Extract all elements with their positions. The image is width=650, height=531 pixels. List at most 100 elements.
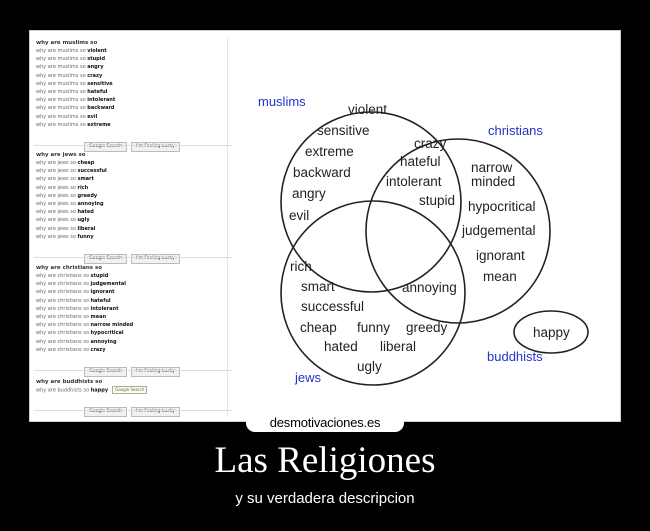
suggestion-term: evil [87, 113, 98, 120]
suggestion-item[interactable]: why are muslims so violent [36, 47, 228, 55]
word-sensitive: sensitive [317, 123, 370, 138]
suggestion-term: ignorant [90, 289, 115, 296]
search-buttons: Google Search I'm Feeling Lucky [36, 357, 228, 377]
suggestion-prefix: why are buddhists so [36, 387, 90, 394]
mini-search-button[interactable]: Google Search [112, 386, 148, 394]
suggestion-prefix: why are christians so [36, 346, 89, 353]
suggestion-prefix: why are muslims so [36, 121, 86, 128]
suggestion-term: crazy [87, 72, 103, 79]
suggestion-item[interactable]: why are christians so crazy [36, 346, 228, 354]
suggestion-item[interactable]: why are muslims so evil [36, 113, 228, 121]
word-smart: smart [301, 279, 335, 294]
suggestion-item[interactable]: why are christians so narrow minded [36, 321, 228, 329]
google-search-button[interactable]: Google Search [84, 141, 127, 152]
suggestion-item[interactable]: why are christians so stupid [36, 272, 228, 280]
suggestion-item[interactable]: why are muslims so backward [36, 104, 228, 112]
suggestion-item[interactable]: why are muslims so sensitive [36, 80, 228, 88]
word-narrow: narrow [471, 160, 513, 175]
watermark: desmotivaciones.es [246, 414, 404, 432]
suggestion-term: violent [87, 48, 107, 54]
word-judgemental: judgemental [461, 223, 536, 238]
suggestion-prefix: why are jews so [36, 176, 76, 183]
suggestion-item[interactable]: why are jews so ugly [36, 216, 228, 224]
suggestion-item[interactable]: why are jews so smart [36, 175, 228, 183]
word-intolerant: intolerant [386, 174, 442, 189]
suggestion-item[interactable]: why are jews so liberal [36, 225, 228, 233]
suggestion-term: greedy [77, 192, 98, 199]
google-search-button[interactable]: Google Search [84, 366, 127, 377]
suggestion-item[interactable]: why are christians so annoying [36, 338, 228, 346]
suggestion-item[interactable]: why are christians so intolerant [36, 305, 228, 313]
feeling-lucky-button[interactable]: I'm Feeling Lucky [131, 366, 180, 377]
jews-circle [280, 200, 466, 386]
suggestion-prefix: why are jews so [36, 209, 76, 216]
suggestion-prefix: why are jews so [36, 217, 76, 224]
search-buttons: Google Search I'm Feeling Lucky [36, 397, 228, 418]
suggestion-prefix: why are muslims so [36, 113, 86, 120]
suggestion-term: narrow minded [90, 322, 134, 329]
word-funny: funny [357, 320, 390, 335]
suggestion-prefix: why are muslims so [36, 56, 86, 63]
word-mean: mean [483, 269, 517, 284]
feeling-lucky-button[interactable]: I'm Feeling Lucky [131, 141, 180, 152]
label-christians: christians [488, 123, 543, 138]
suggestion-item[interactable]: why are muslims so stupid [36, 55, 228, 63]
google-search-button[interactable]: Google Search [84, 253, 127, 264]
search-query: why are buddhists so [36, 379, 103, 385]
word-extreme: extreme [305, 144, 354, 159]
suggestion-item[interactable]: why are muslims so extreme [36, 121, 228, 129]
suggestion-item[interactable]: why are jews so greedy [36, 192, 228, 200]
feeling-lucky-button[interactable]: I'm Feeling Lucky [131, 407, 180, 418]
suggestion-term: rich [77, 184, 89, 191]
suggestion-item[interactable]: why are jews so rich [36, 184, 228, 192]
suggestion-term: stupid [87, 56, 106, 63]
suggestion-item[interactable]: why are jews so funny [36, 233, 228, 241]
suggestion-item[interactable]: why are muslims so intolerant [36, 96, 228, 104]
suggestion-item[interactable]: why are jews so annoying [36, 200, 228, 208]
word-hateful: hateful [400, 154, 441, 169]
word-rich: rich [290, 259, 312, 274]
label-jews: jews [294, 370, 322, 385]
suggestion-item[interactable]: why are muslims so crazy [36, 72, 228, 80]
suggestion-term: intolerant [90, 305, 119, 312]
suggestion-term: angry [87, 64, 104, 71]
suggestion-prefix: why are christians so [36, 305, 89, 312]
label-buddhists: buddhists [487, 349, 543, 364]
suggestion-item[interactable]: why are muslims so angry [36, 63, 228, 71]
divider [227, 37, 228, 417]
suggestion-item[interactable]: why are jews so successful [36, 167, 228, 175]
suggestion-term: intolerant [87, 97, 116, 104]
suggestion-item[interactable]: why are jews so cheap [36, 159, 228, 167]
google-search-button[interactable]: Google Search [84, 407, 127, 418]
suggestion-item[interactable]: why are christians so hypocritical [36, 329, 228, 337]
suggestion-term: extreme [87, 121, 111, 128]
suggestion-item[interactable]: why are christians so hateful [36, 297, 228, 305]
suggestion-term: hateful [87, 88, 108, 95]
suggestion-item[interactable]: why are christians so mean [36, 313, 228, 321]
suggestion-item[interactable]: why are christians so judgemental [36, 280, 228, 288]
poster-subtitle: y su verdadera descripcion [235, 490, 415, 507]
panel-separator [34, 256, 232, 258]
suggestion-term: liberal [77, 225, 96, 232]
buddhists-ellipse [513, 310, 589, 354]
suggestion-item[interactable]: why are christians so ignorant [36, 288, 228, 296]
suggestion-term: hated [77, 209, 94, 216]
suggestion-term: successful [77, 168, 107, 175]
suggestion-prefix: why are christians so [36, 289, 89, 296]
suggestion-term: mean [90, 313, 107, 320]
word-crazy: crazy [414, 136, 447, 151]
suggestion-item[interactable]: why are muslims so hateful [36, 88, 228, 96]
suggestion-prefix: why are christians so [36, 313, 89, 320]
feeling-lucky-button[interactable]: I'm Feeling Lucky [131, 253, 180, 264]
suggestion-term: sensitive [87, 80, 113, 87]
suggestion-item[interactable]: why are jews so hated [36, 208, 228, 216]
suggestion-term: funny [77, 233, 94, 240]
search-query: why are christians so [36, 265, 102, 271]
word-liberal: liberal [380, 339, 416, 354]
search-query: why are muslims so [36, 40, 98, 46]
word-greedy: greedy [406, 320, 448, 335]
muslims-circle [280, 111, 462, 293]
suggestion-prefix: why are christians so [36, 338, 89, 345]
